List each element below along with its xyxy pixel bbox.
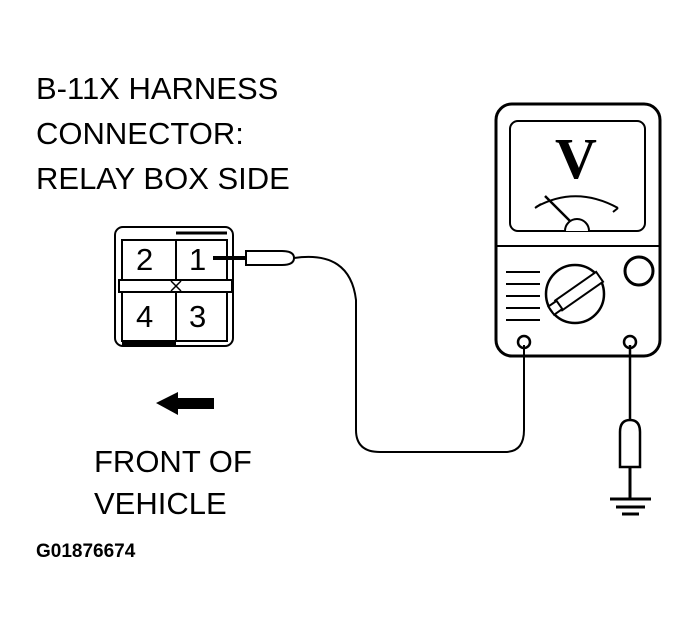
volt-mode-symbol: V	[555, 126, 597, 191]
test-lead-wire	[293, 255, 525, 453]
pin-4-label: 4	[136, 299, 154, 334]
ground-symbol-icon	[610, 497, 651, 516]
ground-lead	[618, 345, 642, 498]
pin-3-label: 3	[189, 299, 207, 334]
title-line-3: RELAY BOX SIDE	[36, 161, 290, 196]
multimeter	[494, 102, 662, 358]
pin-1-label: 1	[189, 242, 207, 277]
front-of-vehicle-line-2: VEHICLE	[94, 486, 227, 521]
pin-2-label: 2	[136, 242, 154, 277]
front-arrow-icon	[156, 392, 214, 415]
harness-connector	[114, 226, 234, 347]
title-line-2: CONNECTOR:	[36, 116, 244, 151]
title-line-1: B-11X HARNESS	[36, 71, 279, 106]
front-of-vehicle-line-1: FRONT OF	[94, 444, 252, 479]
figure-id: G01876674	[36, 541, 136, 562]
test-probe	[213, 250, 296, 266]
